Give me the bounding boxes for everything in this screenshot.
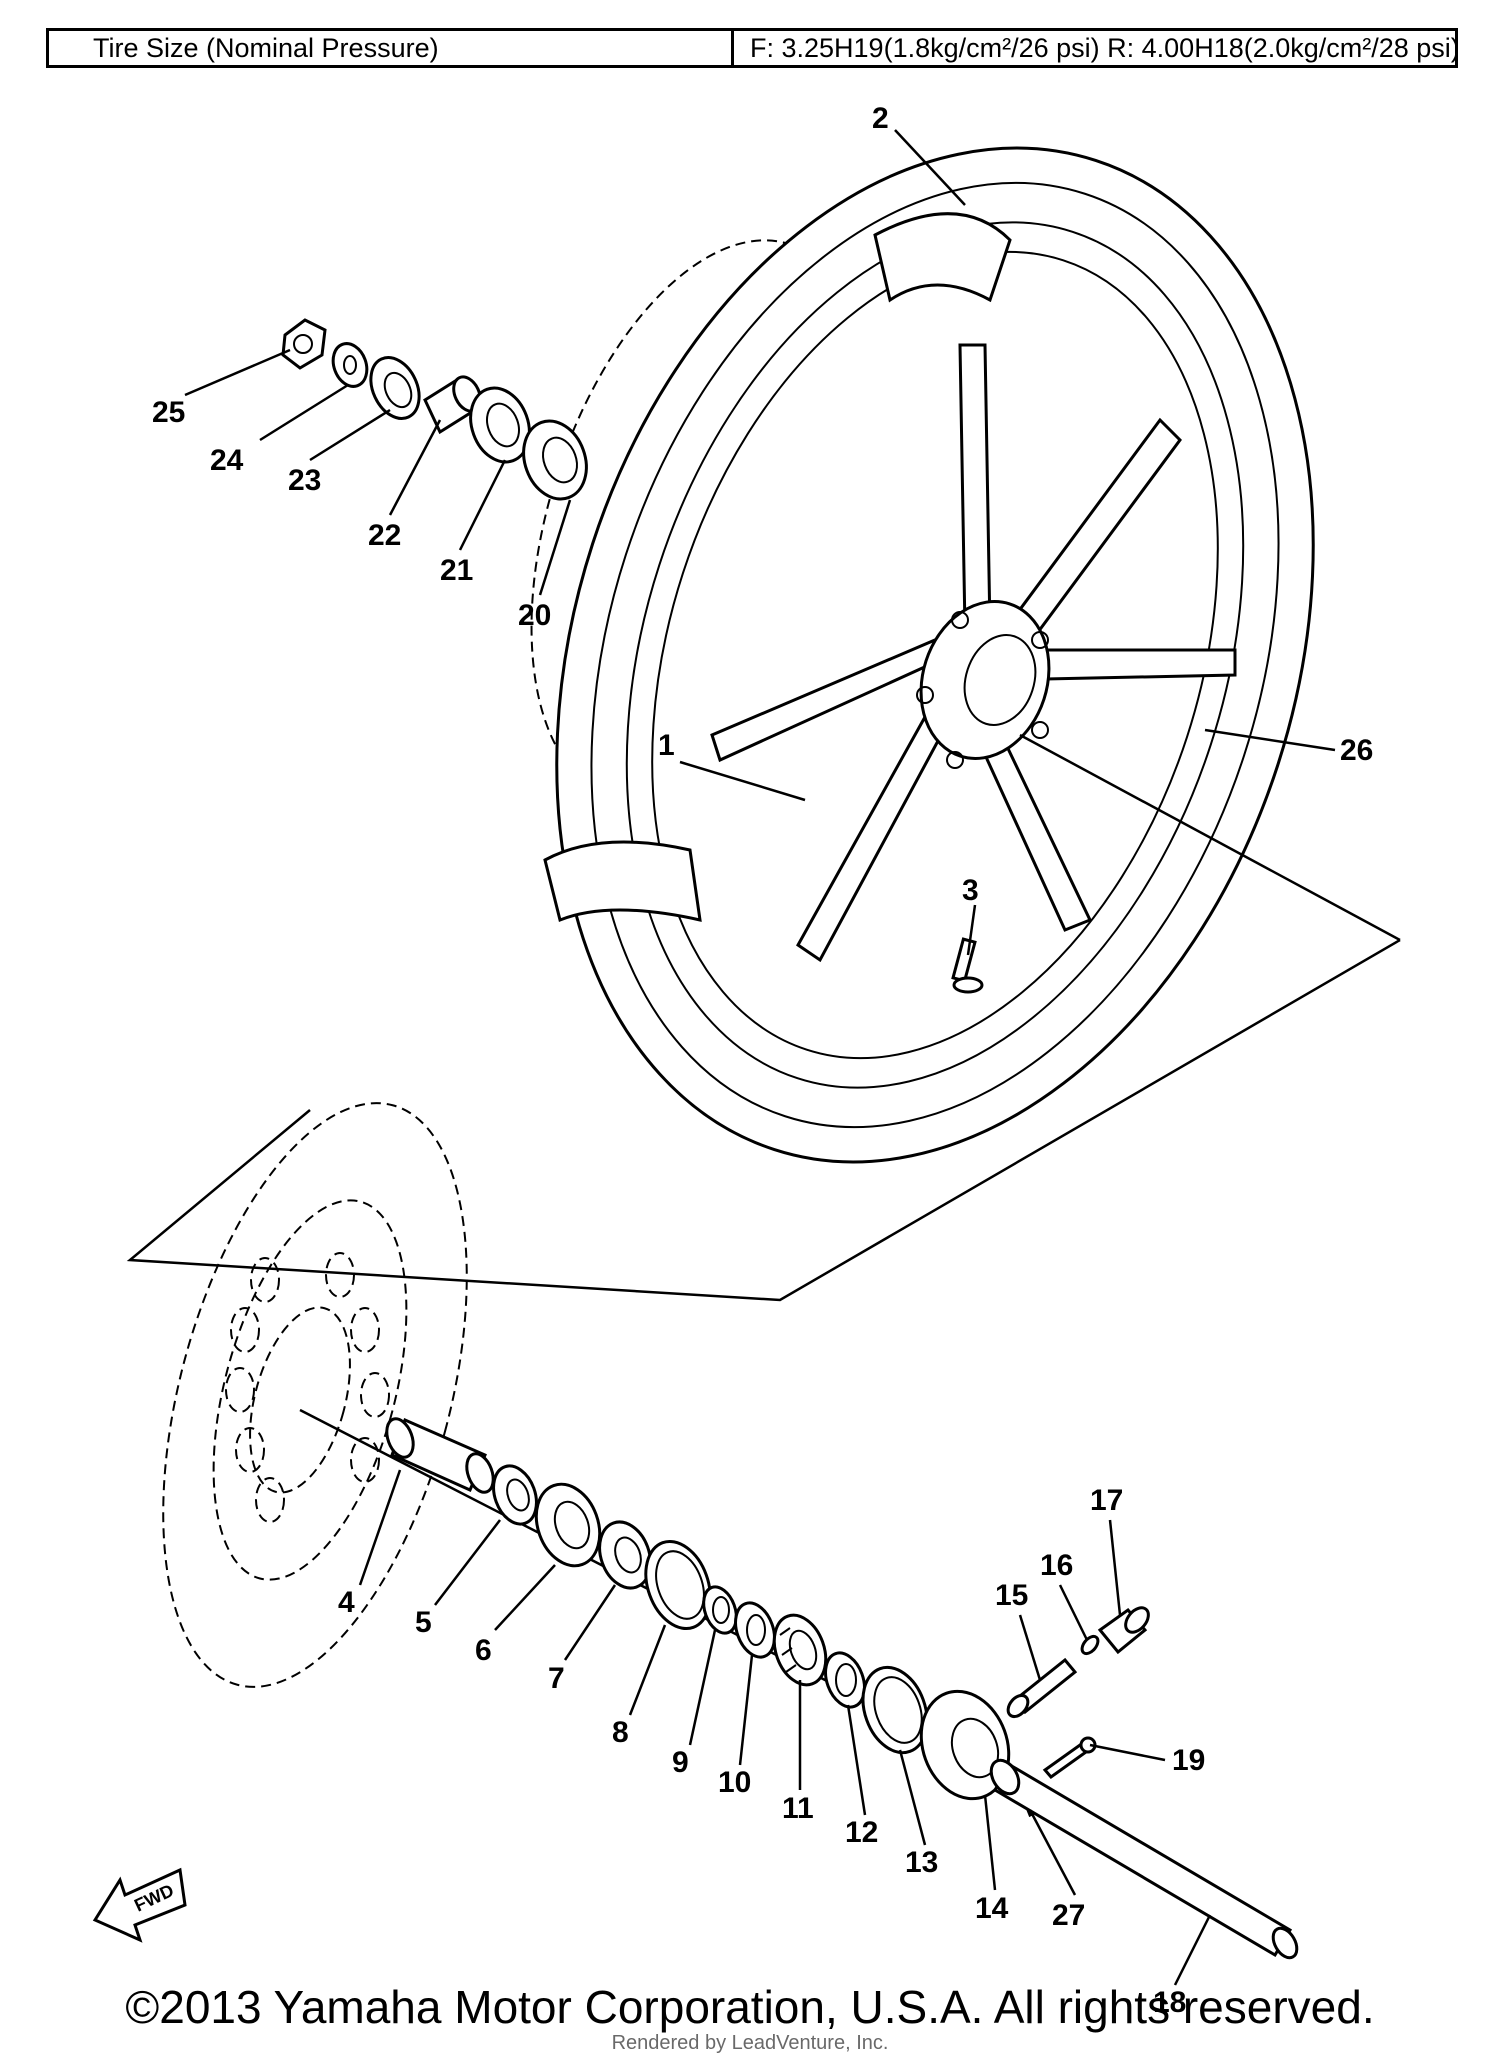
callout-18: 18 <box>1153 1986 1186 2019</box>
part-4-collar <box>385 1417 495 1494</box>
part-9-washer <box>702 1585 738 1635</box>
callout-23: 23 <box>288 464 321 497</box>
part-18-axle <box>989 1758 1299 1960</box>
disc-holes-lower <box>225 1252 390 1523</box>
part-11-gear <box>772 1613 828 1687</box>
part-19-bolt <box>1042 1736 1097 1780</box>
part-20-bearing <box>522 419 588 501</box>
callout-9: 9 <box>672 1746 689 1779</box>
part-12-washer <box>824 1651 866 1709</box>
tire-cutaway-bottom <box>543 840 702 923</box>
part-14-gear-housing <box>919 1689 1011 1801</box>
callout-11: 11 <box>782 1792 814 1825</box>
callout-8: 8 <box>612 1716 629 1749</box>
callout-21: 21 <box>440 554 473 587</box>
callout-26: 26 <box>1340 734 1373 767</box>
callout-15: 15 <box>995 1579 1028 1612</box>
callout-14: 14 <box>975 1892 1009 1925</box>
wheel-hub <box>919 600 1051 760</box>
leader-lines <box>184 129 1336 1986</box>
hub-bore <box>963 634 1037 726</box>
assembly-guide-box <box>126 938 1401 1302</box>
callout-22: 22 <box>368 519 401 552</box>
callout-25: 25 <box>152 396 185 429</box>
callout-1: 1 <box>658 729 675 762</box>
lower-brake-disc <box>162 1102 468 1688</box>
tire-size-value: F: 3.25H19(1.8kg/cm²/26 psi) R: 4.00H18(… <box>750 32 1455 63</box>
callout-2: 2 <box>872 102 889 135</box>
tire-inner-edge <box>590 181 1280 1129</box>
tire-cutaway-top <box>873 212 1012 303</box>
part-15-drive-pinion <box>1006 1657 1078 1719</box>
part-8-ring <box>644 1539 712 1631</box>
callout-10: 10 <box>718 1766 751 1799</box>
tire-size-table: Tire Size (Nominal Pressure) F: 3.25H19(… <box>46 28 1458 68</box>
part-5-oil-seal <box>492 1464 538 1526</box>
rim-inner <box>651 250 1219 1060</box>
callout-4: 4 <box>338 1586 355 1619</box>
callout-27: 27 <box>1052 1899 1085 1932</box>
wheel-spokes <box>710 343 1237 963</box>
callout-24: 24 <box>210 444 244 477</box>
rim <box>625 221 1245 1089</box>
callout-5: 5 <box>415 1606 432 1639</box>
watermark-text: Rendered by LeadVenture, Inc. <box>611 2032 889 2054</box>
callout-16: 16 <box>1040 1549 1073 1582</box>
callout-17: 17 <box>1090 1484 1123 1517</box>
callout-20: 20 <box>518 599 551 632</box>
part-6-bearing <box>534 1482 602 1568</box>
part-23-oil-seal <box>369 356 421 420</box>
part-7-lock-washer <box>598 1520 652 1590</box>
callout-labels: 1 2 3 4 5 6 7 8 9 10 11 12 13 14 15 16 1… <box>152 102 1373 2019</box>
tire-size-label: Tire Size (Nominal Pressure) <box>49 31 734 65</box>
hub-bolt-holes <box>916 611 1049 769</box>
callout-7: 7 <box>548 1662 565 1695</box>
part-24-washer <box>331 342 369 388</box>
wheel-assembly <box>530 146 1315 1164</box>
callout-12: 12 <box>845 1816 878 1849</box>
copyright-notice: ©2013 Yamaha Motor Corporation, U.S.A. A… <box>125 1981 1375 2033</box>
part-25-nut <box>281 318 327 370</box>
callout-19: 19 <box>1172 1744 1205 1777</box>
part-21-bearing <box>469 386 531 464</box>
upper-parts <box>281 318 588 501</box>
fwd-arrow: FWD <box>92 1867 187 1943</box>
part-17-bushing <box>1097 1606 1150 1655</box>
part-16-o-ring <box>1080 1634 1100 1656</box>
callout-6: 6 <box>475 1634 492 1667</box>
callout-3: 3 <box>962 874 979 907</box>
part-13-oil-seal <box>861 1665 929 1755</box>
axle-centerline-upper <box>1019 733 1401 942</box>
callout-13: 13 <box>905 1846 938 1879</box>
lower-parts <box>385 1417 1299 1960</box>
part-10-washer <box>734 1601 776 1659</box>
